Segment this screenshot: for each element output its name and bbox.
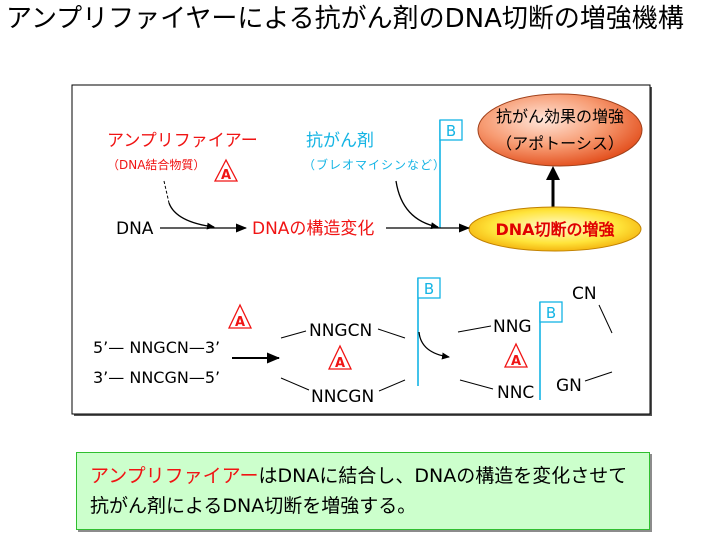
bent-top-left-strand-line [280,330,307,339]
cut-left-bottom: NNC [497,383,534,403]
drug-label: 抗がん剤 [306,131,374,151]
structure-change-label: DNAの構造変化 [252,219,374,239]
summary-highlight: アンプリファイアー [90,465,259,487]
bent-strand-top: NNGCN [309,321,372,341]
drug-b-flag-icon: B [539,301,563,400]
cut-left-top-strand-line [457,325,492,333]
drug-note: （ブレオマイシンなど） [303,157,446,172]
summary-box: アンプリファイアーはDNAに結合し、DNAの構造を変化させて 抗がん剤によるDN… [76,452,650,530]
original-strand-top: 5’— NNGCN—3’ [93,338,220,357]
bent-bottom-left-strand-line [280,377,310,391]
drug-influence-arrow [395,180,439,230]
effect-line2: （アポトーシス） [496,134,624,153]
drug-b-flag-icon: B [439,119,463,228]
effect-ellipse [477,93,643,167]
summary-line-2: 抗がん剤によるDNA切断を増強する。 [90,495,417,517]
drug-symbol: B [424,280,434,298]
amplifier-a-icon: A [327,344,353,371]
amplifier-symbol: A [335,356,345,371]
amplifier-label: アンプリファイアー [107,131,258,151]
page-title: アンプリファイヤーによる抗がん剤のDNA切断の増強機構 [6,4,684,34]
effect-line1: 抗がん効果の増強 [496,107,624,126]
cut-right-top-strand-line [598,304,613,334]
cleavage-action-arrow [418,331,450,360]
cut-left-top: NNG [493,317,532,337]
dna-label: DNA [116,219,154,239]
amplifier-symbol: A [235,315,245,330]
cut-right-bottom-strand-line [584,371,613,382]
cut-right-top: CN [572,284,597,304]
cleavage-label: DNA切断の増強 [495,220,614,239]
drug-symbol: B [446,122,456,140]
arrow-cleavage-to-effect [546,166,560,207]
amplifier-a-icon: A [213,158,239,183]
amplifier-symbol: A [511,354,521,369]
amplifier-a-icon: A [503,342,529,369]
amplifier-symbol: A [221,168,231,183]
summary-line1-rest: はDNAに結合し、DNAの構造を変化させて [258,465,628,487]
bent-top-right-strand-line [377,328,406,339]
cut-right-bottom: GN [556,376,582,396]
drug-symbol: B [546,304,556,322]
drug-b-flag-icon: B [417,277,441,386]
bent-strand-bottom: NNCGN [311,387,374,407]
amplifier-note: （DNA結合物質） [107,157,205,172]
original-strand-bottom: 3’— NNCGN—5’ [93,368,220,387]
cut-left-bottom-strand-line [459,379,494,390]
bent-bottom-right-strand-line [378,379,406,392]
amplifier-influence-dashed [163,180,170,204]
amplifier-a-icon: A [227,303,253,330]
amplifier-influence-arrow [168,202,215,230]
summary-line-1: アンプリファイアーはDNAに結合し、DNAの構造を変化させて [90,461,649,491]
